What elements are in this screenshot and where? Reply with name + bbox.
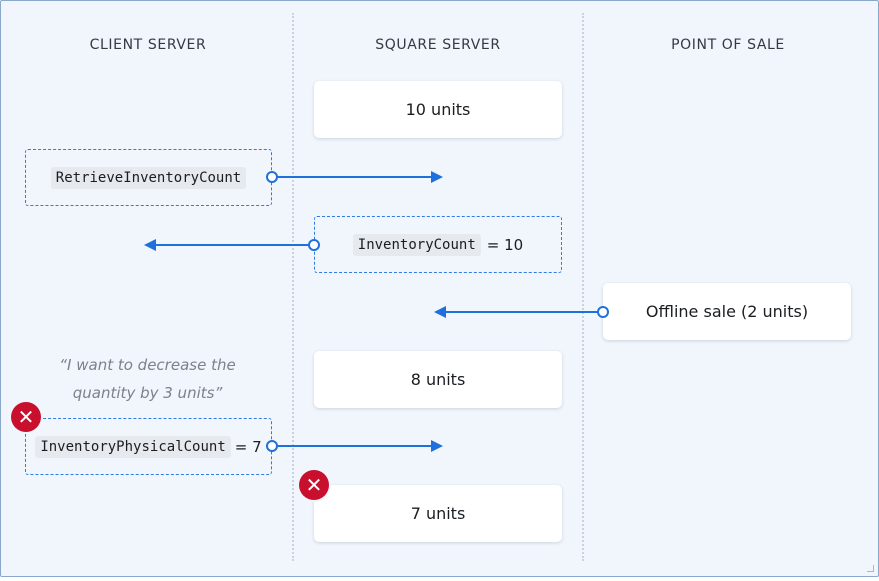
arrow-origin-dot [597, 306, 609, 318]
inventory-state-card-10: 10 units [314, 81, 562, 138]
arrow-origin-dot [266, 171, 278, 183]
inventory-physical-count-code: InventoryPhysicalCount [35, 435, 231, 458]
inventory-state-label: 10 units [405, 100, 471, 119]
user-intent-quote: “I want to decrease the quantity by 3 un… [25, 351, 270, 407]
quote-line-1: “I want to decrease the [59, 356, 236, 374]
column-divider-left [292, 13, 294, 561]
arrowhead [434, 306, 446, 318]
quote-line-2: quantity by 3 units” [72, 384, 223, 402]
arrowhead [431, 171, 443, 183]
inventory-state-card-8: 8 units [314, 351, 562, 408]
column-title-square-server: SQUARE SERVER [375, 37, 501, 53]
inventory-state-label: 7 units [410, 504, 466, 523]
arrowhead [144, 239, 156, 251]
inventory-count-code: InventoryCount [352, 233, 481, 256]
error-icon: ✕ [11, 402, 41, 432]
arrowhead [431, 440, 443, 452]
offline-sale-card: Offline sale (2 units) [603, 283, 851, 340]
inventory-state-card-7: 7 units [314, 485, 562, 542]
retrieve-inventory-count-code: RetrieveInventoryCount [50, 166, 247, 189]
offline-sale-label: Offline sale (2 units) [645, 302, 809, 321]
column-title-client-server: CLIENT SERVER [89, 37, 207, 53]
resize-corner-icon [867, 565, 874, 572]
arrow-origin-dot [308, 239, 320, 251]
arrow-origin-dot [266, 440, 278, 452]
retrieve-inventory-count-request: RetrieveInventoryCount [25, 149, 272, 206]
column-divider-right [582, 13, 584, 561]
inventory-state-label: 8 units [410, 370, 466, 389]
inventory-physical-count-request: InventoryPhysicalCount = 7 [25, 418, 272, 475]
inventory-count-value: = 10 [486, 235, 524, 254]
inventory-physical-count-value: = 7 [234, 437, 262, 456]
error-icon: ✕ [299, 470, 329, 500]
column-title-point-of-sale: POINT OF SALE [671, 37, 785, 53]
